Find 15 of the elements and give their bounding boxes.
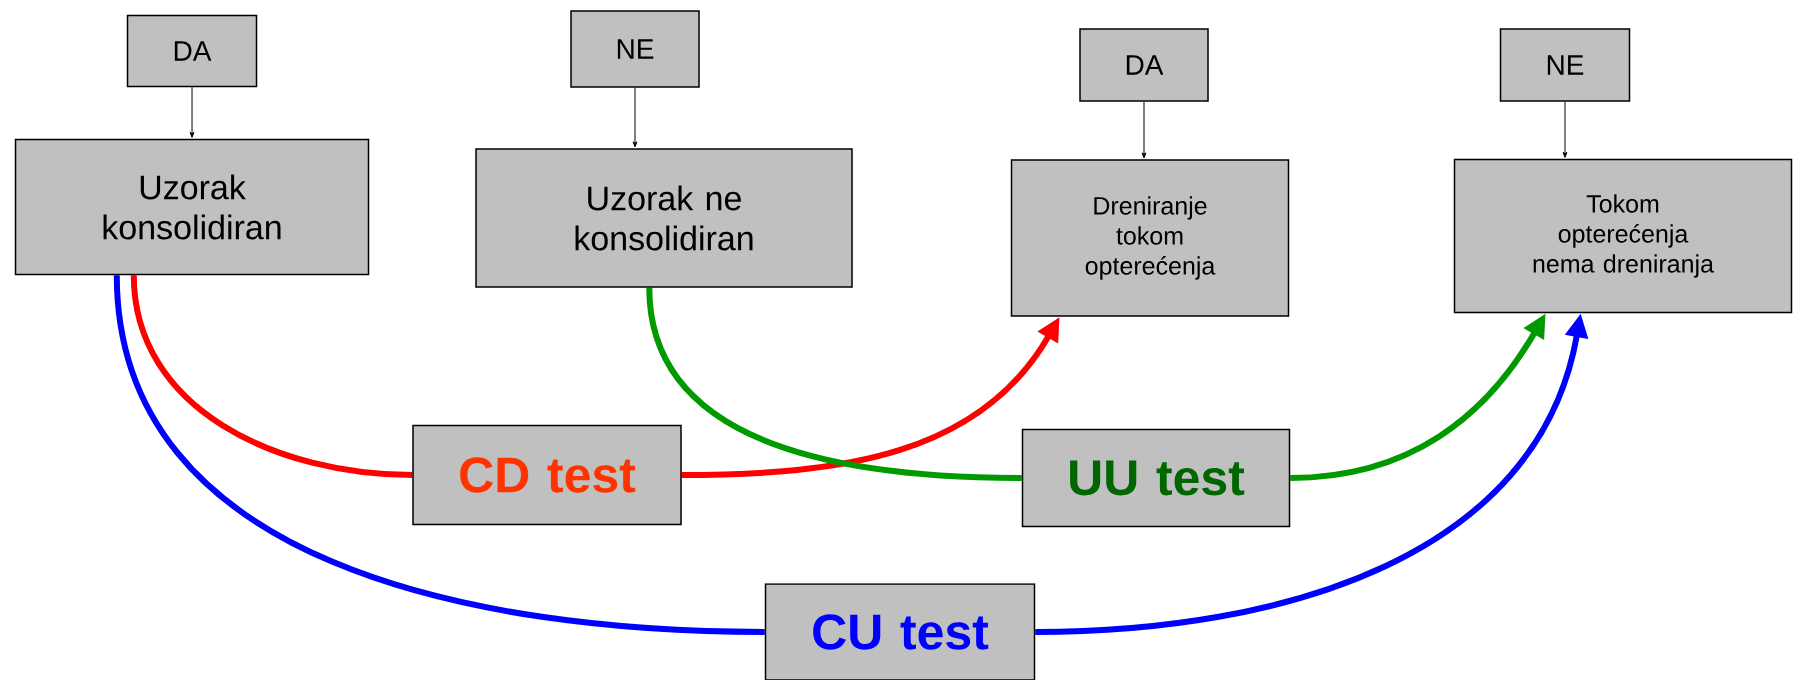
arrow bbox=[1141, 101, 1147, 159]
test-box: CD test bbox=[412, 424, 682, 526]
answer-box: NE bbox=[570, 10, 700, 88]
answer-box: DA bbox=[1079, 28, 1209, 102]
answer-box: NE bbox=[1499, 28, 1631, 102]
condition-box: Uzorak konsolidiran bbox=[14, 138, 370, 276]
condition-box: Uzorak ne konsolidiran bbox=[475, 148, 853, 288]
arrow bbox=[1562, 101, 1568, 158]
condition-box: Tokom opterećenja nema dreniranja bbox=[1453, 158, 1793, 314]
condition-box: Dreniranje tokom opterećenja bbox=[1010, 159, 1290, 317]
test-box: UU test bbox=[1021, 428, 1291, 528]
arrow bbox=[632, 87, 638, 148]
arrow bbox=[189, 86, 195, 138]
answer-box: DA bbox=[126, 14, 258, 88]
test-box: CU test bbox=[764, 583, 1036, 680]
